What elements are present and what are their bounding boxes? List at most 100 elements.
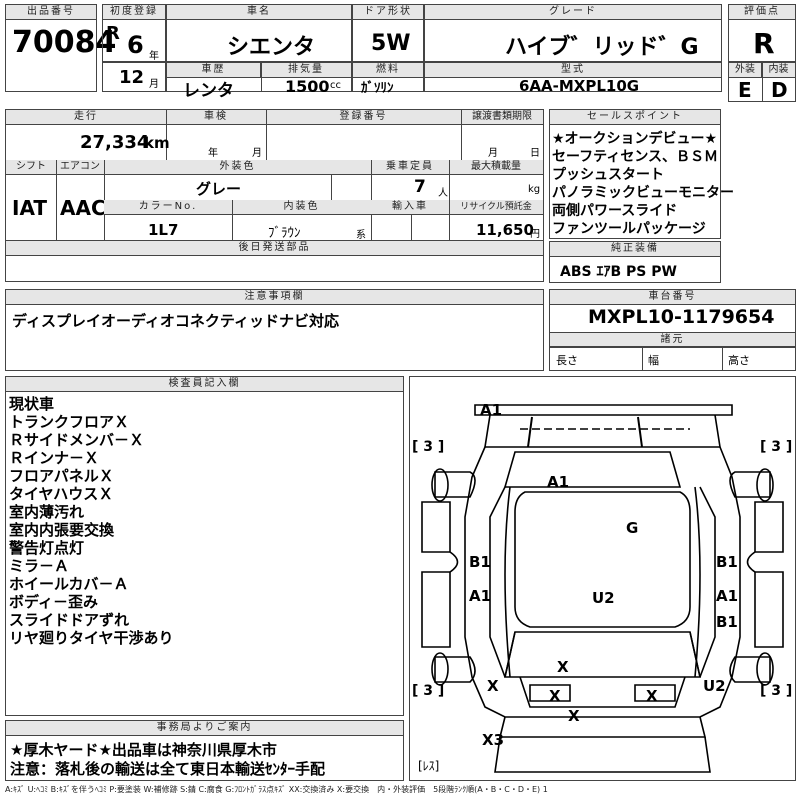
ext-color-label: 外装色 (104, 160, 371, 175)
car-name-label: 車名 (167, 5, 351, 20)
import-label: 輸入車 (371, 200, 449, 215)
sales-point: ファンツールパッケージ (552, 221, 706, 237)
shift-label: シフト (6, 160, 56, 175)
inspector-line: スライドドアずれ (9, 611, 130, 629)
length-label: 長さ (556, 354, 578, 367)
mark-right-lamp: X (646, 687, 658, 705)
displacement-unit: cc (330, 80, 341, 91)
chassis-box: 車台番号 MXPL10-1179654 諸元 長さ 幅 高さ (549, 289, 796, 371)
lot-number: 70084 (12, 25, 117, 60)
chassis-number: MXPL10-1179654 (588, 306, 775, 328)
door-label: ドア形状 (353, 5, 423, 20)
mark-right-rear-door: B1 (716, 553, 738, 571)
tire-rr: [ 3 ] (760, 439, 793, 455)
interior-grade: D (771, 78, 788, 102)
door-box: ドア形状 5W (352, 4, 424, 62)
model-box: 型式 6AA-MXPL10G (424, 62, 722, 95)
details-box: 走行 車検 登録番号 譲渡書類期限 27,334 km 年 月 月 日 シフト … (5, 109, 544, 282)
history-label: 車歴 (167, 63, 261, 78)
car-outline (421, 404, 784, 773)
max-load-unit: kg (528, 184, 541, 195)
inspector-list: 現状車 トランクフロアＸ Ｒサイドメンバ－Ｘ Ｒインナ－Ｘ フロアパネルＸ タイ… (9, 395, 174, 647)
inspector-line: 現状車 (9, 395, 55, 413)
score-box: 評価点 R (728, 4, 796, 62)
height-label: 高さ (728, 354, 750, 367)
notes-label: 注意事項欄 (6, 290, 543, 305)
interior-label: 内装 (762, 63, 795, 78)
exterior-grade: E (738, 78, 752, 102)
sales-point: 両側パワースライド (552, 203, 678, 219)
mark-front-lower: X3 (482, 731, 505, 749)
inspector-label: 検査員記入欄 (6, 377, 403, 392)
inspector-line: トランクフロアＸ (9, 413, 130, 431)
capacity: 7 (414, 177, 426, 197)
color-no-label: カラーNo. (104, 200, 232, 215)
inspector-line: 室内内張要交換 (9, 521, 115, 539)
equipment: ABS ｴｱB PS PW (560, 264, 677, 280)
office-line1: ★厚木ヤード★出品車は神奈川県厚木市 (10, 741, 277, 759)
mark-roof: G (626, 519, 639, 537)
exterior-label: 外装 (729, 63, 762, 78)
transfer-day: 日 (530, 148, 540, 159)
tire-rl: [ 3 ] (412, 439, 445, 455)
int-color: ﾌﾞﾗｳﾝ (268, 226, 301, 241)
grade-box: グレード ハイブ゛リッド゛G (424, 4, 722, 62)
score: R (753, 27, 775, 60)
mark-right-front-door: A1 (716, 587, 739, 605)
car-name-box: 車名 シエンタ (166, 4, 352, 62)
lot-label: 出品番号 (6, 5, 96, 20)
mark-hood: U2 (592, 589, 615, 607)
displacement-label: 排気量 (261, 63, 351, 78)
sales-point: プッシュスタート (552, 167, 664, 183)
mark-front-bumper: X (568, 707, 580, 725)
int-color-suffix: 系 (356, 230, 366, 241)
inspector-line: フロアパネルＸ (9, 467, 114, 485)
era: R (106, 23, 120, 44)
recycle-label: リサイクル預託金 (449, 200, 543, 215)
month-unit: 月 (149, 79, 159, 90)
inspector-line: 警告灯点灯 (9, 539, 85, 557)
later-parts-label: 後日発送部品 (6, 241, 543, 256)
first-reg-label: 初度登録 (103, 5, 165, 20)
tire-fr: [ 3 ] (760, 683, 793, 699)
inspection-label: 車検 (166, 110, 266, 125)
sales-point: パノラミックビューモニター (552, 185, 734, 201)
ac: AAC (60, 196, 106, 220)
width-label: 幅 (648, 354, 659, 367)
office-box: 事務局よりご案内 ★厚木ヤード★出品車は神奈川県厚木市 注意：落札後の輸送は全て… (5, 720, 404, 781)
mileage-label: 走行 (6, 110, 166, 125)
inspector-line: Ｒインナ－Ｘ (9, 449, 100, 467)
notes: ディスプレイオーディオコネクティッドナビ対応 (12, 312, 340, 330)
inspector-line: タイヤハウスＸ (9, 485, 114, 503)
color-no: 1L7 (148, 221, 179, 239)
grade: ハイブ゛リッド゛G (505, 35, 699, 60)
office-label: 事務局よりご案内 (6, 721, 403, 736)
mark-rear-bumper: A1 (480, 401, 503, 419)
capacity-label: 乗車定員 (371, 160, 449, 175)
mark-left-lamp: X (549, 687, 561, 705)
mark-left-front-door: A1 (469, 587, 492, 605)
reg-no-label: 登録番号 (266, 110, 461, 125)
ext-int-box: 外装 内装 E D (728, 62, 796, 102)
mark-right-front: U2 (703, 677, 726, 695)
int-color-label: 内装色 (232, 200, 371, 215)
year-unit: 年 (149, 51, 159, 62)
sales-points-label: セールスポイント (550, 110, 720, 125)
mark-front-center: X (557, 658, 569, 676)
capacity-unit: 人 (438, 188, 448, 199)
door-type: 5W (371, 31, 411, 56)
reg-year: 6 (127, 31, 144, 59)
spare-tire-mark: [ﾚｽ] (418, 759, 440, 773)
damage-diagram: A1 A1 G B1 B1 A1 A1 U2 B1 X X X X X U2 X… (409, 376, 796, 781)
model-label: 型式 (425, 63, 721, 78)
inspector-line: ホイールカバ－Ａ (9, 575, 129, 593)
fuel: ｶﾞｿﾘﾝ (361, 81, 394, 96)
dimensions-label: 諸元 (550, 332, 795, 348)
notes-box: 注意事項欄 ディスプレイオーディオコネクティッドナビ対応 (5, 289, 544, 371)
mileage-unit: km (144, 134, 170, 152)
inspection-month: 月 (252, 148, 262, 159)
inspector-line: ボディ－歪み (9, 593, 98, 611)
mark-rear-glass: A1 (547, 473, 570, 491)
mark-left-rear-door: B1 (469, 553, 491, 571)
ac-label: エアコン (56, 160, 104, 175)
